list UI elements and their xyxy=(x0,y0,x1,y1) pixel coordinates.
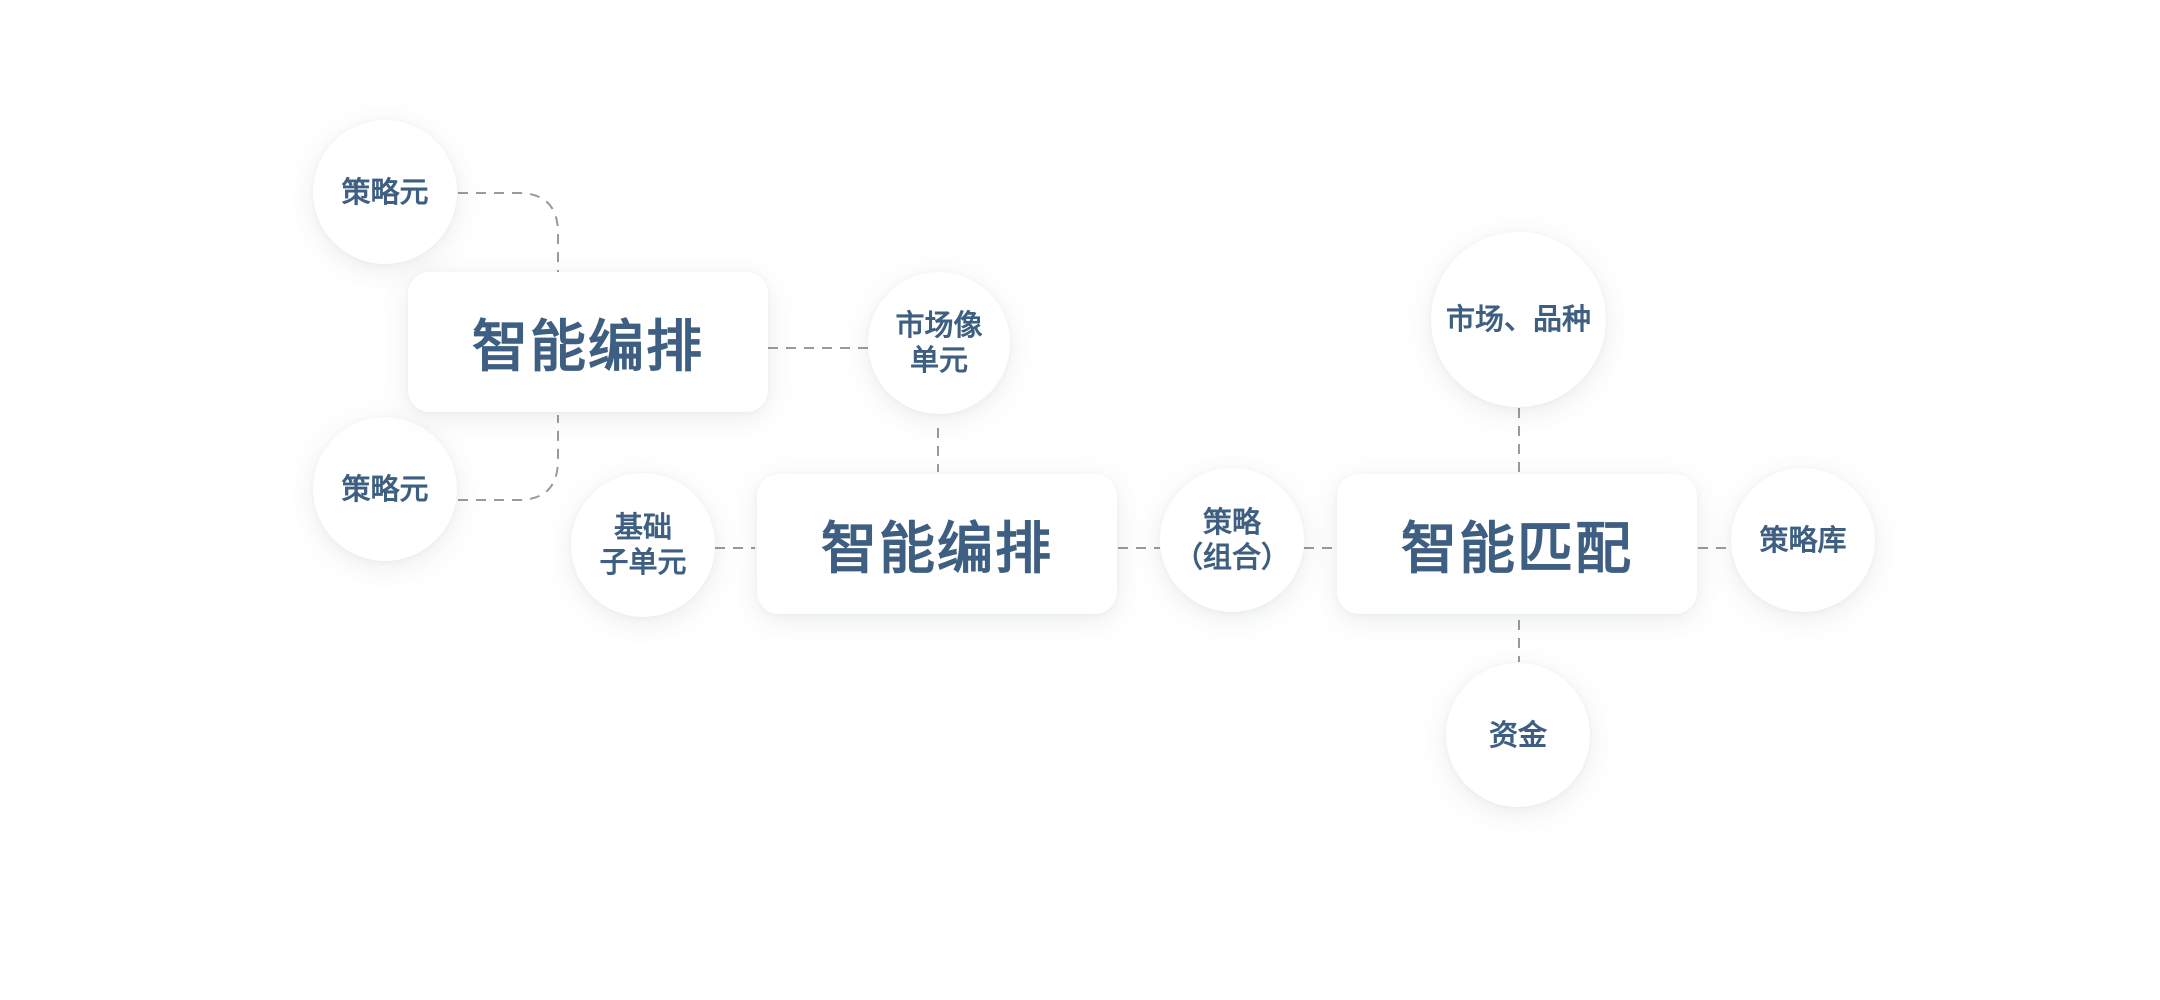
capital-label: 资金 xyxy=(1488,717,1547,752)
strategy-element-node: 策略元 xyxy=(313,417,457,561)
smart-matching-box: 智能匹配 xyxy=(1337,474,1697,614)
smart-orchestration-main-box: 智能编排 xyxy=(757,474,1117,614)
market-image-unit-node: 市场像 单元 xyxy=(868,272,1010,414)
connector-strategy-element-bottom xyxy=(458,415,559,501)
strategy-library-node: 策略库 xyxy=(1731,468,1875,612)
smart-orchestration-label: 智能编排 xyxy=(821,516,1053,582)
smart-matching-label: 智能匹配 xyxy=(1401,516,1633,582)
strategy-combination-label: 策略 （组合） xyxy=(1173,505,1290,574)
basic-sub-unit-node: 基础 子单元 xyxy=(571,473,715,617)
strategy-element-label: 策略元 xyxy=(341,174,429,209)
market-variety-node: 市场、品种 xyxy=(1431,232,1606,407)
strategy-element-node: 策略元 xyxy=(313,120,457,264)
strategy-library-label: 策略库 xyxy=(1759,522,1847,557)
capital-node: 资金 xyxy=(1446,663,1590,807)
smart-orchestration-upper-box: 智能编排 xyxy=(408,272,768,412)
strategy-element-label: 策略元 xyxy=(341,471,429,506)
market-image-unit-label: 市场像 单元 xyxy=(895,308,983,377)
strategy-combination-node: 策略 （组合） xyxy=(1160,468,1304,612)
basic-sub-unit-label: 基础 子单元 xyxy=(599,510,687,579)
market-variety-label: 市场、品种 xyxy=(1445,302,1591,337)
smart-orchestration-label: 智能编排 xyxy=(472,314,704,380)
connector-strategy-element-top xyxy=(458,192,559,272)
